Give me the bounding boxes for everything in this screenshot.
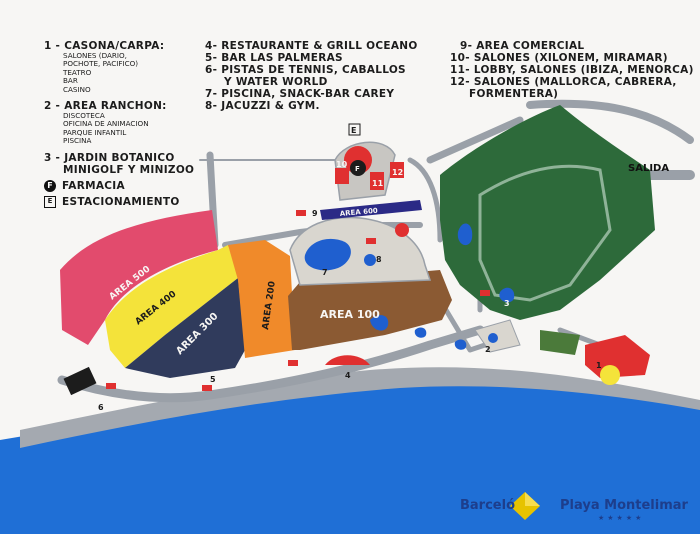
legend-item-1: 1 - CASONA/CARPA: SALONES (DARIO, POCHOT… xyxy=(44,40,165,94)
legend-item-6-cont: Y WATER WORLD xyxy=(224,76,328,88)
marker-1: 1 xyxy=(596,361,602,370)
area-600 xyxy=(320,200,422,220)
pharmacy-icon: F xyxy=(44,179,56,192)
barcelo-logo-icon xyxy=(510,492,540,520)
pharmacy-marker-label: F xyxy=(355,165,360,173)
legend-column-1: 1 - CASONA/CARPA: SALONES (DARIO, POCHOT… xyxy=(44,40,214,208)
marker-10: 10 xyxy=(336,160,348,169)
restaurant-oceano xyxy=(325,355,370,365)
marker-3: 3 xyxy=(504,299,510,308)
garden-inner-path xyxy=(478,164,612,302)
ranchon-cluster xyxy=(474,319,521,353)
parking-icon: E xyxy=(44,195,56,208)
area-200 xyxy=(228,240,295,358)
marker-2: 2 xyxy=(485,345,491,354)
legend-item-11: 11- LOBBY, SALONES (IBIZA, MENORCA) xyxy=(450,64,694,76)
legend-item-12-cont: FORMENTERA) xyxy=(469,88,559,100)
legend-pharmacy: F FARMACIA xyxy=(44,179,214,192)
marker-5: 5 xyxy=(210,375,216,384)
garden-lake xyxy=(457,223,473,246)
area-100-label: AREA 100 xyxy=(320,308,380,321)
casona-cluster xyxy=(540,330,650,385)
area-300 xyxy=(125,278,245,378)
brand-left: Barceló xyxy=(460,498,516,513)
marker-6: 6 xyxy=(98,403,104,412)
shoreline xyxy=(20,367,700,448)
area-100 xyxy=(288,270,452,350)
area-500 xyxy=(60,210,218,345)
small-buildings xyxy=(106,210,490,391)
marker-9: 9 xyxy=(312,209,318,218)
brand-stars: ★★★★★ xyxy=(598,514,645,522)
parking-marker xyxy=(348,123,361,136)
legend-item-5: 5- BAR LAS PALMERAS xyxy=(205,52,343,64)
legend-item-2: 2 - AREA RANCHON: DISCOTECA OFICINA DE A… xyxy=(44,100,167,146)
brand-right: Playa Montelimar xyxy=(560,498,688,513)
tennis-courts xyxy=(63,366,97,396)
garden-pond xyxy=(499,287,515,303)
legend-item-3: 3 - JARDIN BOTANICO MINIGOLF Y MINIZOO xyxy=(44,151,195,176)
legend-item-8: 8- JACUZZI & GYM. xyxy=(205,100,320,112)
area-400 xyxy=(105,245,238,368)
pool-7 xyxy=(304,238,351,271)
marker-4: 4 xyxy=(345,371,351,380)
brand-footer: Barceló Playa Montelimar xyxy=(460,488,700,528)
legend-item-6: 6- PISTAS DE TENNIS, CABALLOS xyxy=(205,64,406,76)
legend-column-2: 4- RESTAURANTE & GRILL OCEANO 5- BAR LAS… xyxy=(205,40,418,112)
legend-item-4: 4- RESTAURANTE & GRILL OCEANO xyxy=(205,40,418,52)
legend-parking: E ESTACIONAMIENTO xyxy=(44,195,214,208)
garden-area xyxy=(440,105,655,320)
lobby-cluster xyxy=(334,141,404,201)
water-features xyxy=(370,315,467,350)
marker-12: 12 xyxy=(392,168,403,177)
legend-column-3: 9- AREA COMERCIAL 10- SALONES (XILONEM, … xyxy=(450,40,694,100)
parking-marker-label: E xyxy=(351,126,356,135)
pool-jacuzzi xyxy=(364,254,376,266)
exit-label: SALIDA xyxy=(628,163,670,174)
legend-item-12: 12- SALONES (MALLORCA, CABRERA, xyxy=(450,76,677,88)
legend-item-9: 9- AREA COMERCIAL xyxy=(460,40,585,52)
marker-7: 7 xyxy=(322,268,328,277)
legend-item-10: 10- SALONES (XILONEM, MIRAMAR) xyxy=(450,52,668,64)
marker-11: 11 xyxy=(372,179,384,188)
legend-item-7: 7- PISCINA, SNACK-BAR CAREY xyxy=(205,88,395,100)
area-600-label: AREA 600 xyxy=(339,207,378,218)
marker-8: 8 xyxy=(376,255,382,264)
